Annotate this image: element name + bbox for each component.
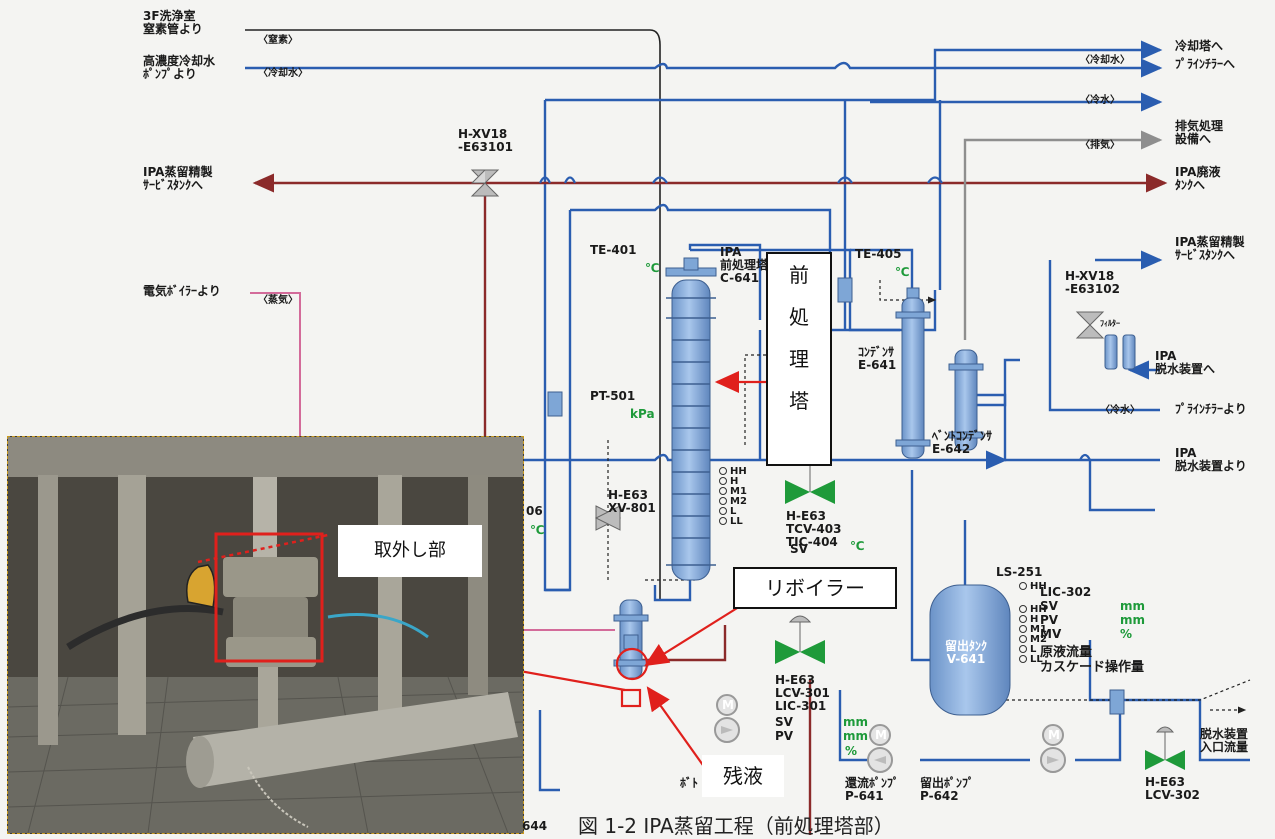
te405-unit: ℃ bbox=[895, 266, 910, 279]
service-tank-left-label: IPA蒸留精製 ｻｰﾋﾞｽﾀﾝｸへ bbox=[143, 166, 212, 192]
valve-lcv302 bbox=[1145, 727, 1185, 770]
tic404-sv: SV bbox=[790, 543, 808, 556]
valve-xv801-label: H-E63 XV-801 bbox=[608, 489, 656, 515]
valve-hxv18-2-label: H-XV18 -E63102 bbox=[1065, 270, 1120, 296]
outlet-brine: ﾌﾟﾗｲﾝﾁﾗｰへ bbox=[1175, 58, 1235, 71]
nitrogen-tag: 〈窒素〉 bbox=[258, 35, 298, 46]
lic301-mv-unit: % bbox=[845, 745, 857, 758]
condenser-label: ｺﾝﾃﾞﾝｻ E-641 bbox=[858, 346, 896, 372]
valve-lcv302-label: H-E63 LCV-302 bbox=[1145, 776, 1200, 802]
vent-condenser-label: ﾍﾞﾝﾄｺﾝﾃﾞﾝｻ E-642 bbox=[932, 430, 992, 456]
tank-label: 留出ﾀﾝｸ V-641 bbox=[945, 640, 987, 666]
pt501-unit: kPa bbox=[630, 408, 655, 421]
ls251-label: LS-251 bbox=[996, 566, 1042, 579]
pump-m-3: M bbox=[1048, 729, 1060, 742]
outlet-exhaust: 排気処理 設備へ bbox=[1175, 120, 1223, 146]
pump-m-2: M bbox=[875, 729, 887, 742]
lic302-pv-unit: mm bbox=[1120, 614, 1145, 627]
lic301-sv: SV bbox=[775, 716, 793, 729]
reflux-pump-label: 還流ﾎﾟﾝﾌﾟ P-641 bbox=[845, 777, 899, 803]
column-label: IPA 前処理塔 C-641 bbox=[720, 246, 768, 285]
column-level-ll: LL bbox=[730, 516, 743, 527]
te401-unit: ℃ bbox=[645, 262, 660, 275]
lic301-sv-unit: mm bbox=[843, 716, 868, 729]
outlet-waste: IPA廃液 ﾀﾝｸへ bbox=[1175, 166, 1220, 192]
inlet-brine: ﾌﾟﾗｲﾝﾁﾗｰより bbox=[1175, 403, 1247, 416]
pt501-label: PT-501 bbox=[590, 390, 635, 403]
cooling-tag: 〈冷却水〉 bbox=[258, 68, 308, 79]
lic302-label: LIC-302 bbox=[1040, 586, 1091, 599]
level-indicator-column bbox=[720, 468, 727, 525]
outlet-brine-tag: 〈冷水〉 bbox=[1080, 95, 1120, 106]
lic301-pv: PV bbox=[775, 730, 793, 743]
pretreatment-column bbox=[666, 258, 716, 580]
condenser bbox=[896, 288, 930, 458]
tic404-unit: ℃ bbox=[850, 540, 865, 553]
filter-label: ﾌｨﾙﾀｰ bbox=[1100, 318, 1120, 329]
outlet-cooling-tag: 〈冷却水〉 bbox=[1080, 55, 1130, 66]
residue-annotation: 残液 bbox=[702, 755, 784, 797]
lic302-mv-unit: % bbox=[1120, 628, 1132, 641]
te406-unit: ℃ bbox=[530, 524, 545, 537]
valve-hxv18-1-label: H-XV18 -E63101 bbox=[458, 128, 513, 154]
te401-label: TE-401 bbox=[590, 244, 636, 257]
inlet-brine-tag: 〈冷水〉 bbox=[1100, 405, 1140, 416]
outlet-cooling-tower: 冷却塔へ bbox=[1175, 40, 1223, 53]
tank-level-ll: LL bbox=[1030, 654, 1043, 665]
te406-partial: 06 bbox=[526, 505, 543, 518]
boiler-source-label: 電気ﾎﾞｲﾗｰより bbox=[143, 285, 221, 298]
te405-label: TE-405 bbox=[855, 248, 901, 261]
cooling-source-label: 高濃度冷却水 ﾎﾟﾝﾌﾟより bbox=[143, 55, 215, 81]
pump-m-1: M bbox=[722, 699, 734, 712]
valve-lcv301-label: H-E63 LCV-301 LIC-301 bbox=[775, 674, 830, 713]
inlet-dehydrator: IPA 脱水装置より bbox=[1175, 447, 1247, 473]
outlet-service-tank: IPA蒸留精製 ｻｰﾋﾞｽﾀﾝｸへ bbox=[1175, 236, 1244, 262]
valve-lcv301 bbox=[775, 616, 825, 664]
steam-tag: 〈蒸気〉 bbox=[258, 295, 298, 306]
column-annotation: 前 処 理 塔 bbox=[766, 252, 832, 466]
partial-644: 644 bbox=[522, 820, 547, 833]
lic301-pv-unit: mm bbox=[843, 730, 868, 743]
equipment-photo bbox=[7, 436, 524, 834]
reboiler-annotation: リボイラー bbox=[733, 567, 897, 609]
outlet-exhaust-tag: 〈排気〉 bbox=[1080, 140, 1120, 151]
nitrogen-source-label: 3F洗浄室 窒素管より bbox=[143, 10, 203, 36]
filter bbox=[1105, 335, 1135, 369]
level-indicator-tank bbox=[1020, 583, 1027, 663]
distill-pump-label: 留出ﾎﾟﾝﾌﾟ P-642 bbox=[920, 777, 974, 803]
tank-level-ls: HH bbox=[1030, 581, 1047, 592]
bottom-pump-label: ﾎﾞﾄ bbox=[680, 777, 698, 790]
exhaust-line bbox=[965, 140, 1160, 340]
lic302-sv-unit: mm bbox=[1120, 600, 1145, 613]
process-lines bbox=[540, 245, 1250, 790]
cascade-label: 原液流量 カスケード操作量 bbox=[1040, 645, 1144, 675]
outlet-dehydrator: IPA 脱水装置へ bbox=[1155, 350, 1215, 376]
removed-part-annotation: 取外し部 bbox=[338, 525, 482, 577]
dehydrator-flow-label: 脱水装置 入口流量 bbox=[1200, 728, 1248, 754]
